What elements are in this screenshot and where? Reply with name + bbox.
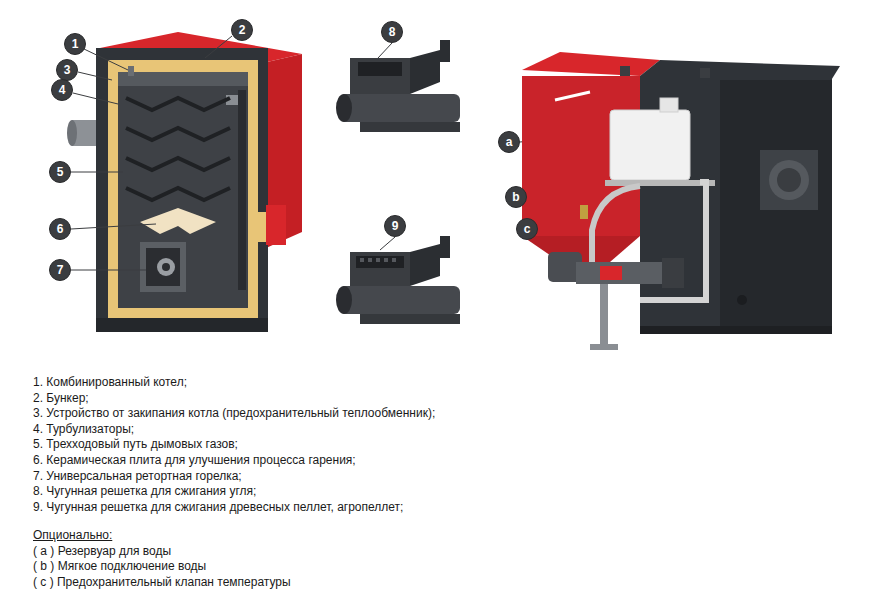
boiler-exterior <box>522 52 840 350</box>
legend-text: ( a ) Резервуар для воды <box>33 544 171 558</box>
legend-text: 5. Трехходовый путь дымовых газов; <box>33 437 238 451</box>
callout-circle: b <box>505 186 527 208</box>
callout-number: 8 <box>389 26 396 38</box>
legend-text: 8. Чугунная решетка для сжигания угля; <box>33 484 256 498</box>
callout-circle: 5 <box>49 161 71 183</box>
callout-circle: 1 <box>64 33 86 55</box>
legend-text: ( b ) Мягкое подключение воды <box>33 559 206 573</box>
callout-number: 4 <box>59 84 66 96</box>
callout-circle: 8 <box>381 21 403 43</box>
callout-circle: c <box>516 218 538 240</box>
legend-text: 6. Керамическая плита для улучшения проц… <box>33 453 356 467</box>
callout-number: 7 <box>57 264 64 276</box>
callout-circle: 3 <box>56 59 78 81</box>
coal-grate <box>336 40 460 132</box>
legend-text: 7. Универсальная ретортная горелка; <box>33 469 242 483</box>
callout-circle: 2 <box>231 19 253 41</box>
legend-text: 4. Турбулизаторы; <box>33 422 134 436</box>
legend-text: ( c ) Предохранительный клапан температу… <box>33 575 291 589</box>
callout-number: b <box>512 191 519 203</box>
callout-number: 5 <box>57 166 64 178</box>
callout-number: a <box>506 136 513 148</box>
legend-text: 3. Устройство от закипания котла (предох… <box>33 406 435 420</box>
callout-circle: 7 <box>49 259 71 281</box>
legend-text: 9. Чугунная решетка для сжигания древесн… <box>33 500 403 514</box>
legend-text: Опционально: <box>33 528 112 542</box>
callout-circle: 6 <box>49 218 71 240</box>
pellet-grate <box>336 236 460 324</box>
callout-circle: 9 <box>384 215 406 237</box>
legend-text: 1. Комбинированный котел; <box>33 375 187 389</box>
callout-circle: a <box>498 131 520 153</box>
legend-text: 2. Бункер; <box>33 391 89 405</box>
callout-number: 6 <box>57 223 64 235</box>
callout-number: c <box>524 223 531 235</box>
callout-number: 2 <box>239 24 246 36</box>
callout-circle: 4 <box>51 79 73 101</box>
callout-number: 9 <box>392 220 399 232</box>
callout-number: 1 <box>72 38 79 50</box>
cutaway-boiler <box>67 32 302 332</box>
callout-number: 3 <box>64 64 71 76</box>
